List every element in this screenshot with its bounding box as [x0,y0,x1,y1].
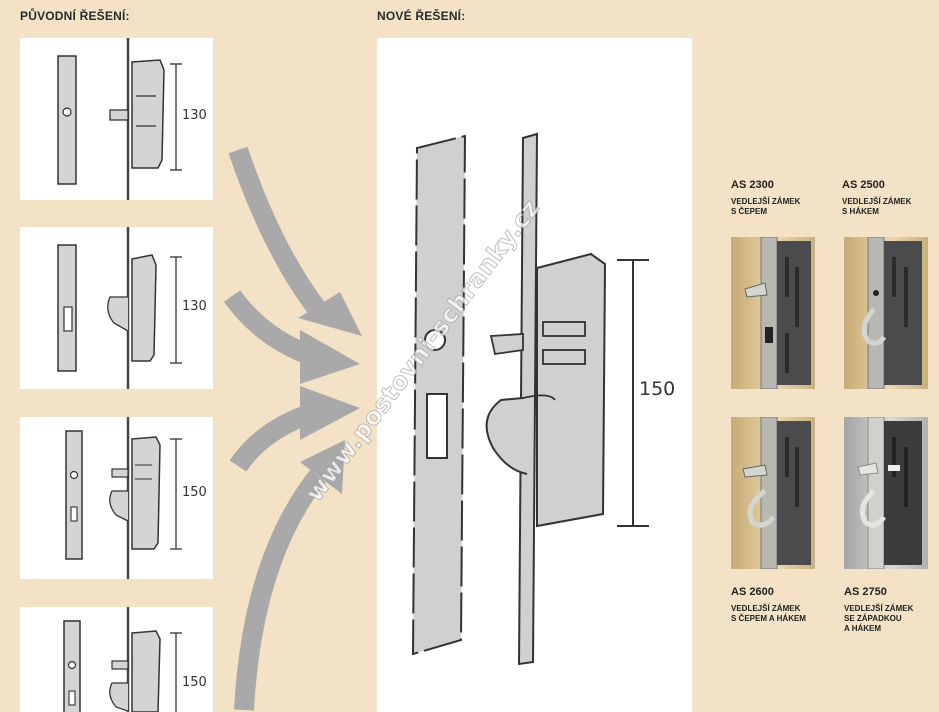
new-lock-sketch [411,132,649,666]
lock-sketch-4 [63,607,182,712]
product-code: AS 2600 [731,586,774,598]
dimension-label-3: 150 [182,485,207,500]
product-description: VEDLEJŠÍ ZÁMEK S HÁKEM [842,197,912,216]
product-as2300: AS 2300 VEDLEJŠÍ ZÁMEK S ČEPEM [731,179,831,217]
product-photo-as2750 [844,417,928,569]
dimension-label-2: 130 [182,299,207,314]
product-description: VEDLEJŠÍ ZÁMEK S ČEPEM A HÁKEM [731,604,806,623]
product-description: VEDLEJŠÍ ZÁMEK S ČEPEM [731,197,801,216]
arrow-4 [234,469,326,711]
original-panel-4: 150 [20,607,213,712]
arrow-head-2 [300,330,360,384]
dimension-label-4: 150 [182,675,207,690]
arrow-1 [228,146,326,317]
original-panel-3: 150 [20,417,213,579]
product-code: AS 2500 [842,179,885,191]
product-photo-as2300 [731,237,815,389]
new-dimension-label: 150 [639,378,676,400]
arrow-head-3 [300,386,360,440]
new-solution-panel: 150 [377,38,692,712]
arrow-head-1 [298,292,362,336]
product-photo-as2600 [731,417,815,569]
original-solution-heading: PŮVODNÍ ŘEŠENÍ: [20,9,130,23]
product-as2600: AS 2600 VEDLEJŠÍ ZÁMEK S ČEPEM A HÁKEM [731,586,837,624]
product-code: AS 2300 [731,179,774,191]
new-solution-heading: NOVÉ ŘEŠENÍ: [377,9,466,23]
lock-sketch-1 [57,38,182,200]
original-panel-2: 130 [20,227,213,389]
product-description: VEDLEJŠÍ ZÁMEK SE ZÁPADKOU A HÁKEM [844,604,914,633]
lock-sketch-3 [65,417,182,579]
product-as2500: AS 2500 VEDLEJŠÍ ZÁMEK S HÁKEM [842,179,939,217]
lock-sketch-2 [57,227,182,389]
product-as2750: AS 2750 VEDLEJŠÍ ZÁMEK SE ZÁPADKOU A HÁK… [844,586,939,634]
product-code: AS 2750 [844,586,887,598]
dimension-label-1: 130 [182,108,207,123]
original-panel-1: 130 [20,38,213,200]
arrow-head-4 [300,440,345,494]
product-photo-as2500 [844,237,928,389]
